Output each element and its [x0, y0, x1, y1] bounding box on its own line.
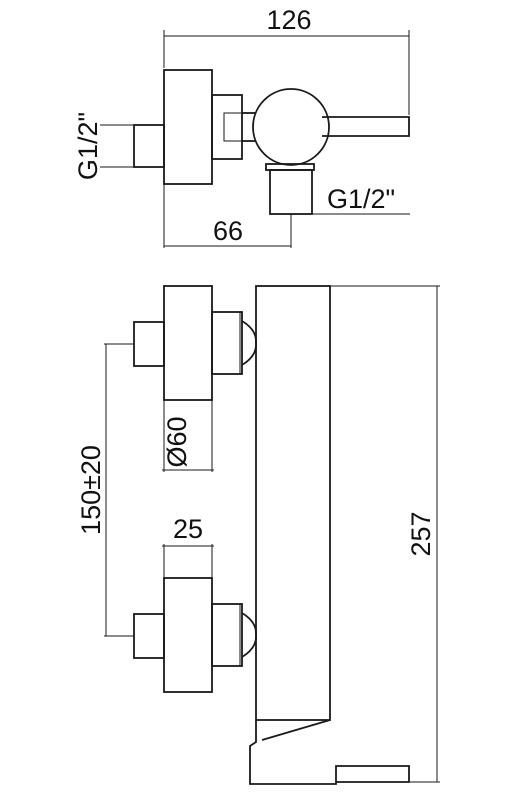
- nut-lower: [241, 612, 257, 658]
- nut-upper: [241, 320, 257, 366]
- outlet-connector: [269, 169, 313, 215]
- mixer-body-circle: [252, 88, 330, 166]
- lever-handle-top: [322, 116, 410, 137]
- thread-bottom-label: G1/2": [327, 184, 395, 214]
- dim-eccentric-spacing-label: 150±20: [76, 445, 106, 535]
- eccentric-inner: [223, 112, 243, 142]
- inlet-connector-lower: [133, 613, 165, 659]
- dim-flange-depth-label: 25: [173, 514, 203, 544]
- top-view: 126 66 G1/2" G1/2": [73, 5, 410, 248]
- mixer-body-front: [255, 285, 331, 721]
- base-chamfer: [261, 719, 331, 741]
- dim-overall-width-label: 126: [266, 5, 311, 35]
- wall-flange-top: [163, 69, 213, 185]
- dim-overall-height-label: 257: [406, 511, 436, 556]
- eccentric-lower: [211, 603, 243, 667]
- front-view: 257 150±20 Ø60 25: [76, 285, 440, 785]
- thread-left-label: G1/2": [73, 112, 103, 180]
- lever-base-front: [249, 720, 410, 785]
- inlet-connector-left: [133, 124, 165, 168]
- dim-flange-diameter-label: Ø60: [162, 416, 192, 467]
- wall-flange-lower: [163, 577, 213, 693]
- eccentric-fitting-top: [211, 94, 243, 160]
- dim-inlet-offset-label: 66: [213, 216, 243, 246]
- inlet-connector-upper: [133, 321, 165, 367]
- eccentric-upper: [211, 311, 243, 375]
- wall-flange-upper: [163, 285, 213, 401]
